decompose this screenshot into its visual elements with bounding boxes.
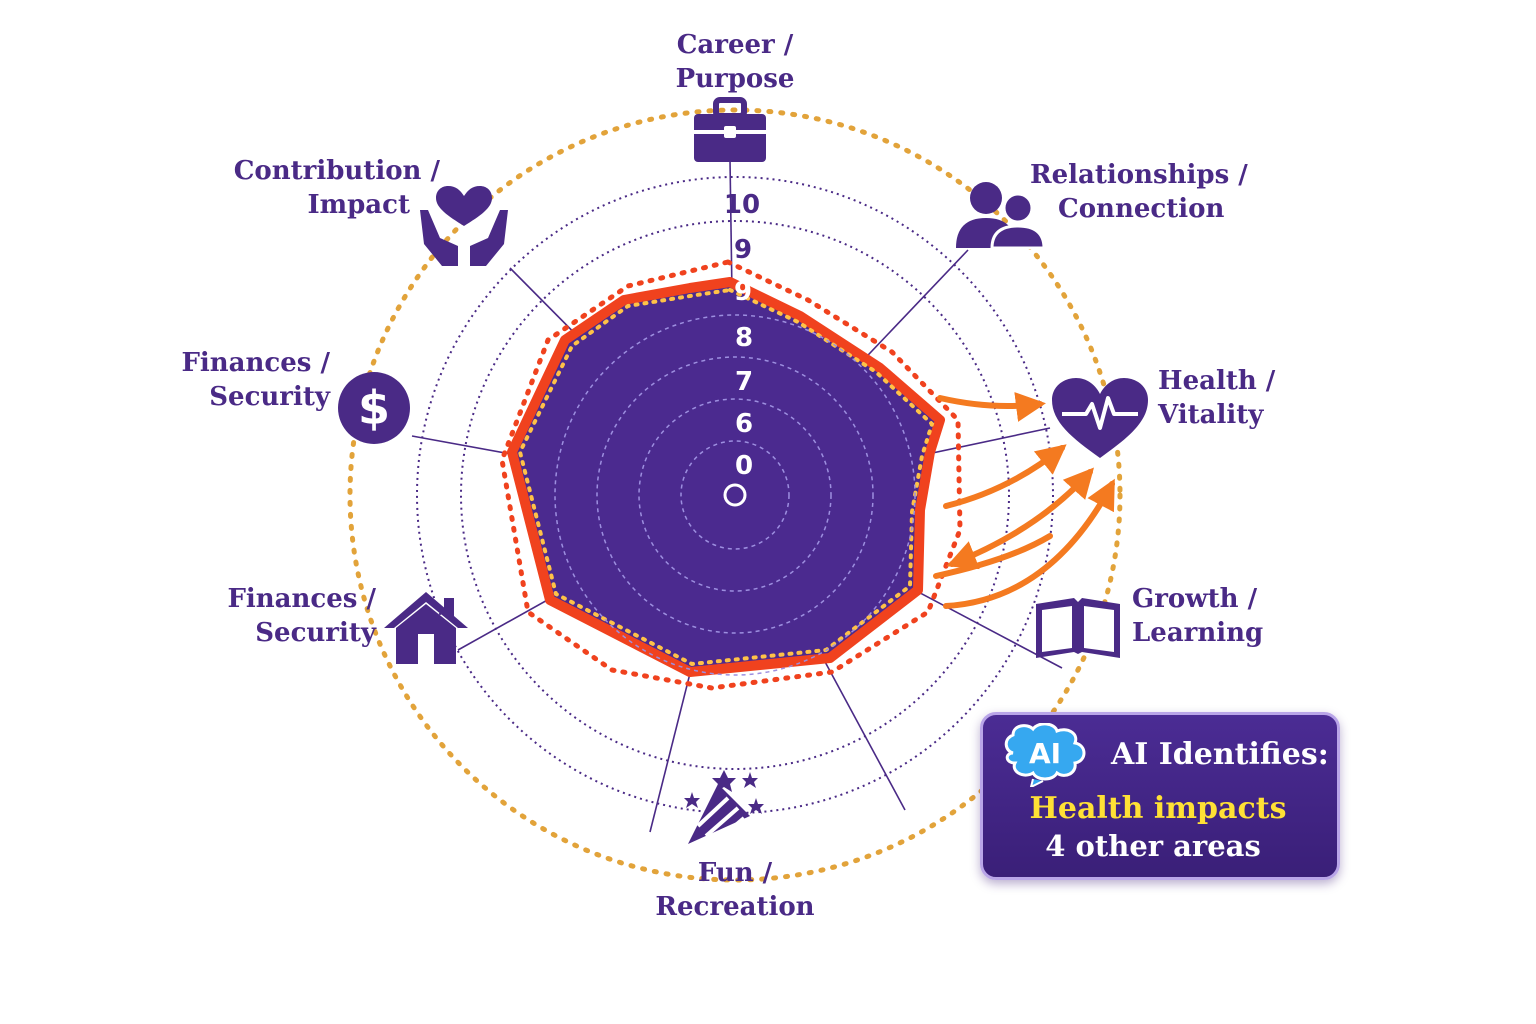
- scale-tick-10: 10: [724, 190, 760, 220]
- ai-insight-callout: AI AI Identifies: Health impacts 4 other…: [980, 712, 1340, 880]
- ai-finding-highlight: Health impacts: [1029, 791, 1287, 826]
- label-growth: Growth / Learning: [1132, 584, 1264, 648]
- label-fun: Fun / Recreation: [655, 858, 815, 922]
- scale-tick-8: 8: [735, 323, 753, 353]
- heartbeat-icon: [1052, 378, 1148, 458]
- party-popper-icon: [684, 770, 764, 844]
- people-icon: [956, 182, 1046, 250]
- outer-gold-ring: [347, 107, 1123, 883]
- label-relationships: Relationships / Connection: [1030, 160, 1248, 224]
- scale-tick-9-upper: 9: [734, 235, 752, 265]
- inner-rings: [554, 314, 916, 676]
- dollar-icon: $: [338, 372, 410, 444]
- score-area: [507, 277, 945, 677]
- open-book-icon: [1036, 598, 1120, 658]
- label-contribution: Contribution / Impact: [233, 156, 440, 220]
- label-health: Health / Vitality: [1158, 366, 1276, 430]
- arrow-fun-lower: [943, 478, 1115, 609]
- briefcase-icon: [694, 97, 766, 162]
- arrow-relationships-to-health: [943, 444, 1067, 509]
- label-home: Finances / Security: [227, 584, 376, 648]
- scale-tick-6: 6: [735, 409, 753, 439]
- score-outline-dotted: [499, 259, 963, 691]
- center-hub: [723, 483, 747, 507]
- heart-hands-icon: [420, 186, 508, 266]
- arrow-fun-to-health: [933, 533, 1053, 579]
- svg-text:$: $: [358, 381, 390, 435]
- impact-arrows: [933, 392, 1115, 609]
- svg-text:AI: AI: [1029, 737, 1061, 770]
- scale-tick-7: 7: [735, 367, 753, 397]
- label-career: Career / Purpose: [675, 30, 795, 94]
- ai-brain-icon: AI: [1004, 723, 1086, 787]
- ai-finding-detail: 4 other areas: [1045, 829, 1261, 863]
- ai-heading: AI Identifies:: [1111, 737, 1329, 772]
- scale-tick-9-lower: 9: [734, 277, 752, 307]
- house-icon: [384, 592, 468, 664]
- arrow-growth-to-health: [946, 467, 1095, 570]
- arrow-career-to-health: [937, 392, 1046, 422]
- label-finances: Finances / Security: [181, 348, 330, 412]
- scale-tick-0: 0: [735, 451, 753, 481]
